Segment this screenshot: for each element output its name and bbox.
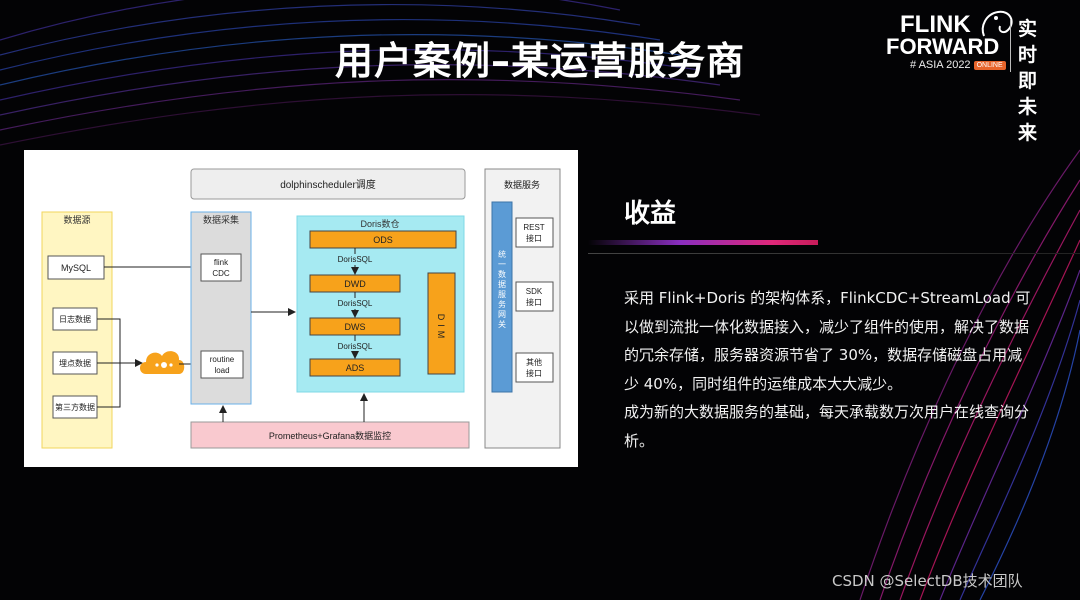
diagram-canvas: dolphinscheduler调度 数据源 MySQL 日志数据 埋点数据 第… [41, 168, 561, 449]
logo-divider [1010, 20, 1011, 72]
services-title: 数据服务 [504, 179, 540, 190]
benefit-title: 收益 [624, 199, 677, 229]
flink-cdc-label: flink [214, 258, 229, 267]
edge-label-2: DorisSQL [338, 299, 373, 308]
layer-ods-label: ODS [373, 235, 393, 245]
source-track-label: 埋点数据 [59, 358, 91, 368]
sdk-api-label2: 接口 [526, 297, 542, 307]
datasource-title: 数据源 [63, 214, 90, 225]
benefit-paragraph-1: 采用 Flink+Doris 的架构体系，FlinkCDC+StreamLoad… [624, 289, 1031, 393]
watermark: CSDN @SelectDB技术团队 [832, 572, 1023, 590]
logo-tagline: 实时即未来 [1018, 18, 1038, 144]
logo-event: # ASIA 2022 [910, 59, 971, 71]
accent-bar [588, 240, 818, 245]
source-mysql-label: MySQL [61, 263, 91, 273]
slide-title: 用户案例–某运营服务商 [334, 39, 745, 83]
scheduler-label: dolphinscheduler调度 [280, 178, 376, 191]
flink-cdc-label2: CDC [212, 269, 230, 278]
routine-load-label: routine [210, 355, 235, 364]
routine-load-label2: load [214, 366, 229, 375]
dim-box [427, 272, 456, 375]
monitor-label: Prometheus+Grafana数据监控 [269, 430, 391, 441]
layer-ods [309, 230, 457, 249]
layer-dws-label: DWS [345, 322, 366, 332]
source-log-label: 日志数据 [59, 314, 91, 324]
other-api-label2: 接口 [526, 368, 542, 378]
architecture-diagram: dolphinscheduler调度 数据源 MySQL 日志数据 埋点数据 第… [24, 150, 578, 467]
layer-dwd-label: DWD [344, 279, 366, 289]
routine-load-box [200, 350, 244, 379]
rest-api-box [515, 217, 554, 248]
kafka-cloud-icon [140, 351, 185, 374]
sdk-api-box [515, 281, 554, 312]
benefit-text: 采用 Flink+Doris 的架构体系，FlinkCDC+StreamLoad… [624, 284, 1034, 455]
flink-cdc-box [200, 253, 242, 282]
gateway-bar [491, 201, 513, 393]
other-api-label: 其他 [526, 357, 542, 367]
squirrel-logo-icon [981, 10, 1013, 37]
collection-title: 数据采集 [203, 214, 239, 225]
other-api-box [515, 352, 554, 383]
online-badge: ONLINE [973, 60, 1006, 70]
rest-api-label2: 接口 [526, 233, 542, 243]
warehouse-title: Doris数仓 [360, 218, 399, 229]
layer-ads [309, 358, 401, 377]
logo-line1: FLINK [900, 11, 971, 38]
sdk-api-label: SDK [526, 287, 543, 296]
gateway-label: 统一数据服务网关 [498, 249, 507, 330]
logo-line2: FORWARD [886, 34, 1000, 59]
dim-label: DIM [436, 314, 446, 343]
edge-label-3: DorisSQL [338, 342, 373, 351]
source-thirdparty-label: 第三方数据 [55, 402, 95, 412]
edge-label-1: DorisSQL [338, 255, 373, 264]
scheduler-box [190, 168, 466, 200]
monitor-box [190, 421, 470, 449]
layer-ads-label: ADS [346, 363, 365, 373]
benefit-paragraph-2: 成为新的大数据服务的基础，每天承载数万次用户在线查询分析。 [624, 403, 1030, 450]
rest-api-label: REST [523, 223, 544, 232]
divider-line [588, 253, 1080, 254]
